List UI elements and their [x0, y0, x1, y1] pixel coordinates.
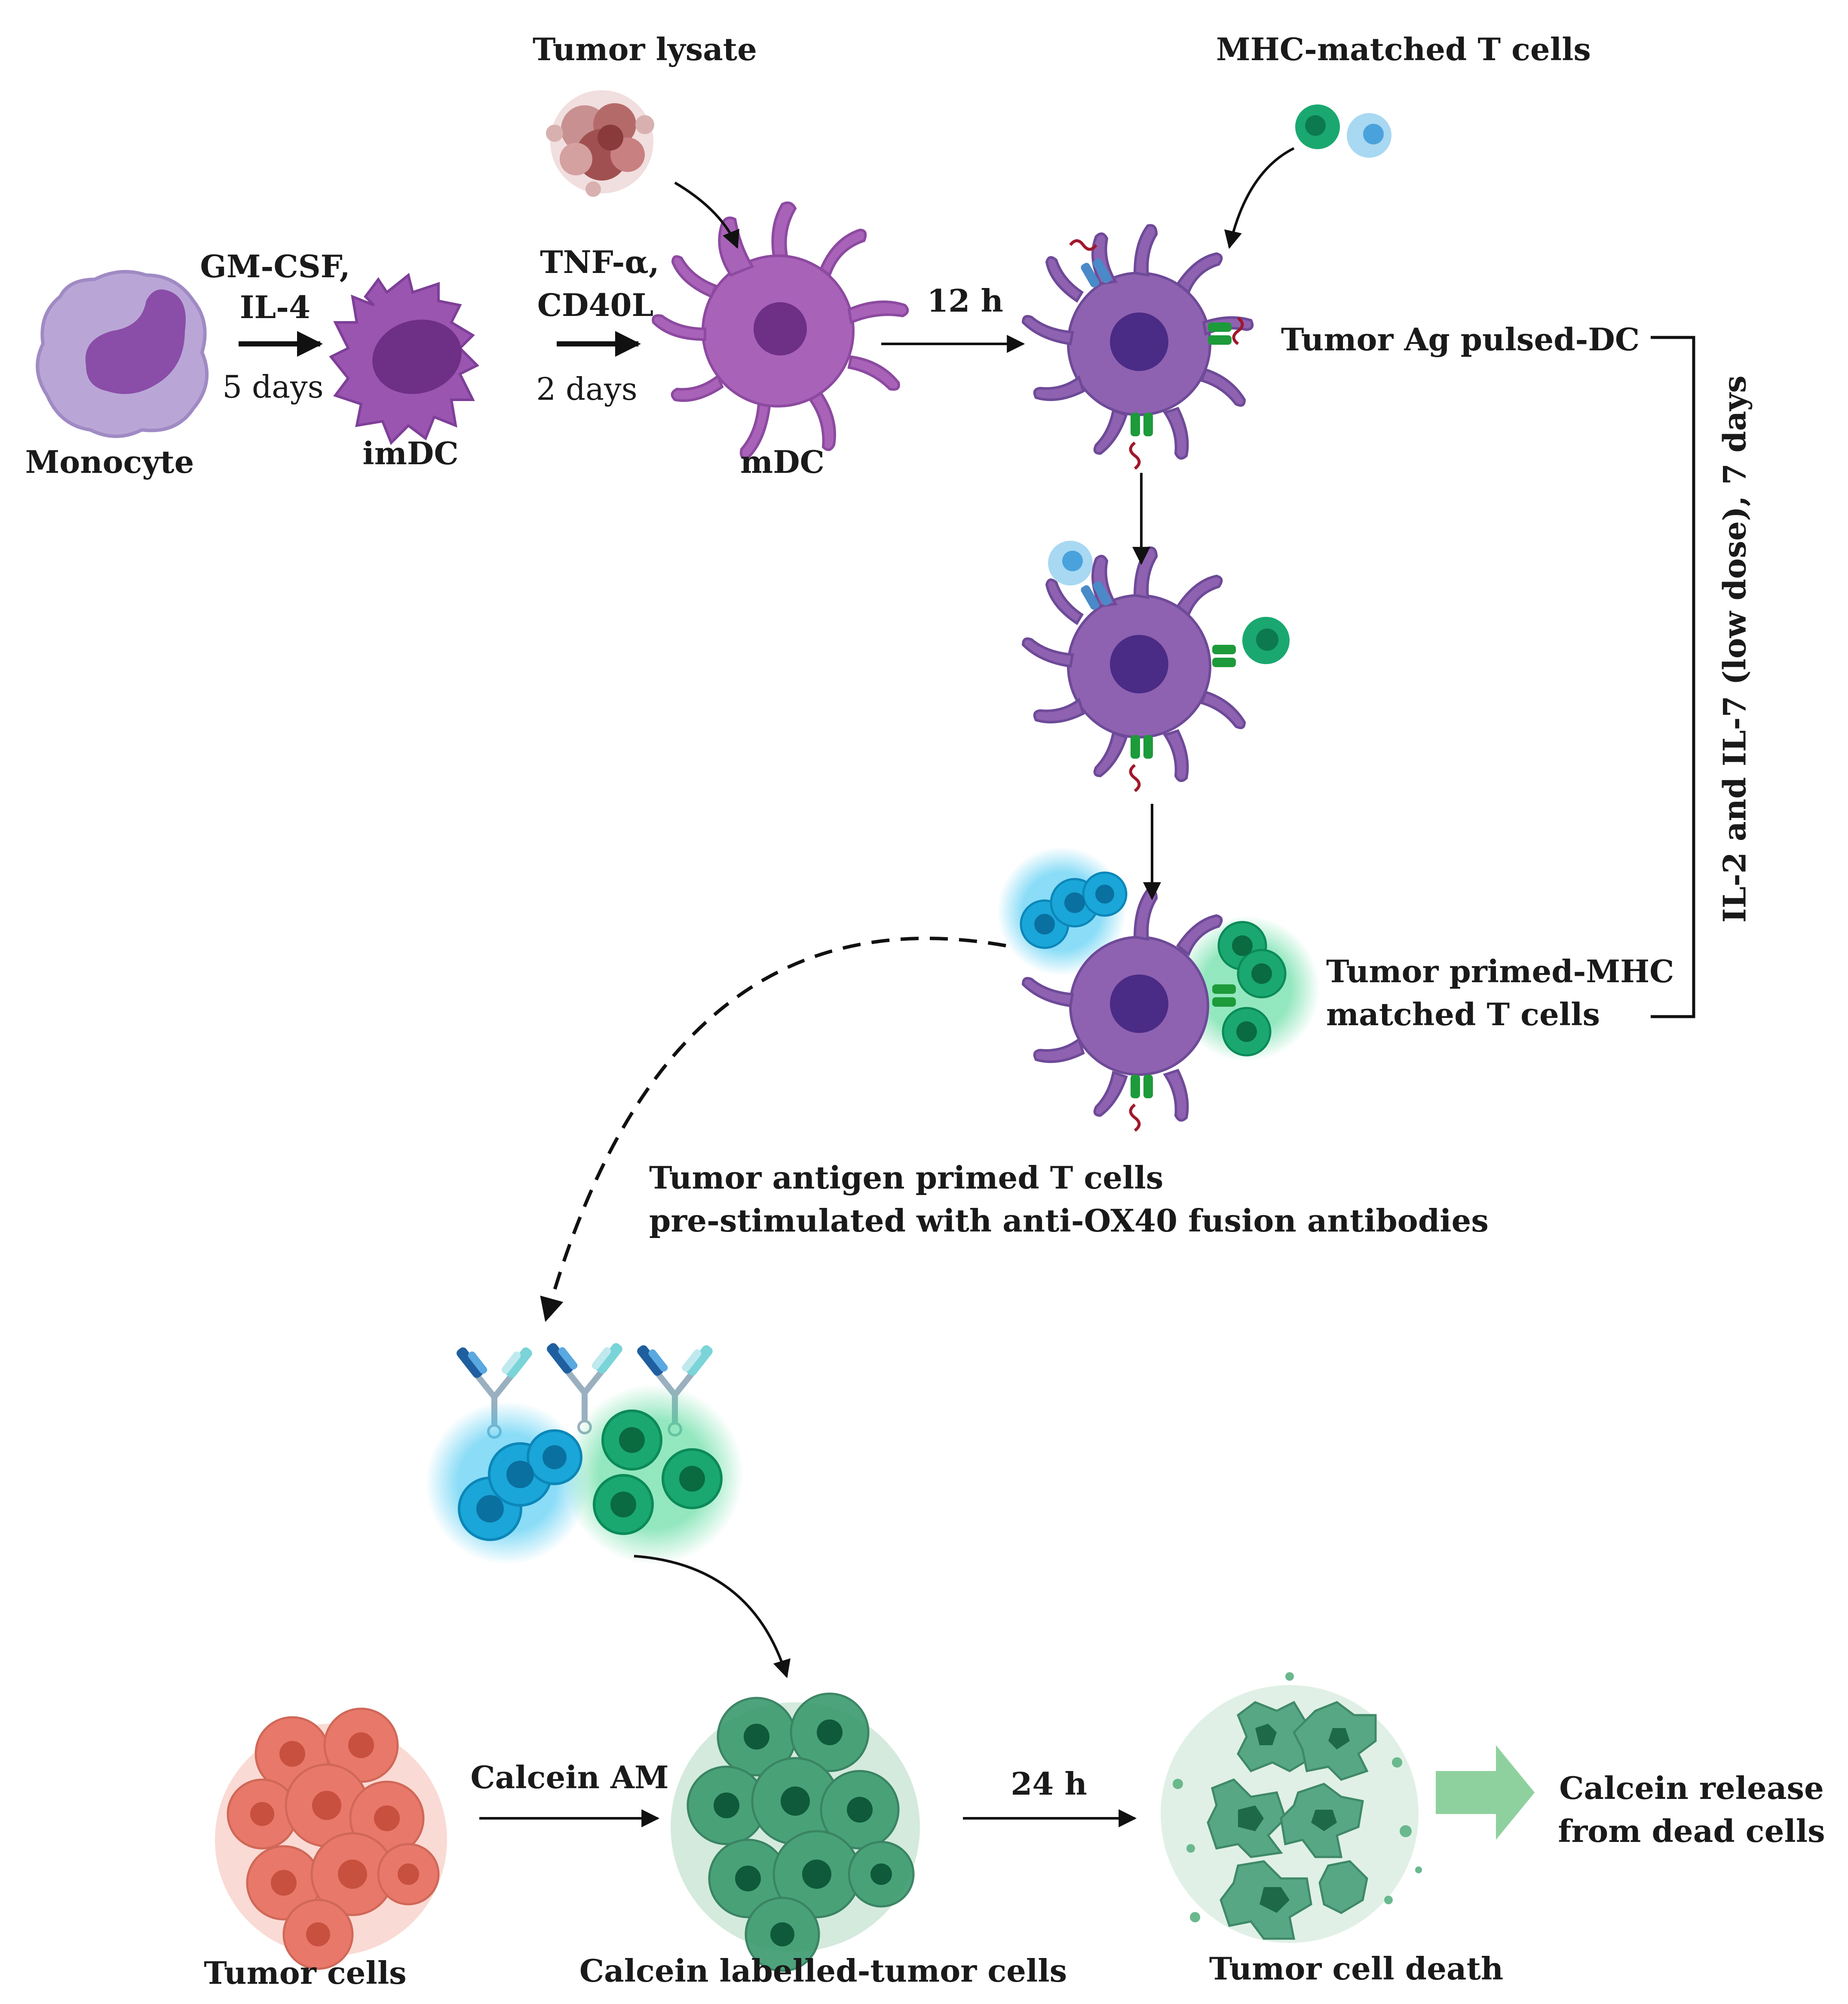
tumor-cells-icon: [215, 1707, 447, 1970]
calcein-am-label: Calcein AM: [470, 1759, 669, 1796]
monocyte-label: Monocyte: [25, 444, 194, 480]
calcein-labelled-tumor-icon: [671, 1692, 920, 1972]
release-arrow-icon: [1436, 1745, 1535, 1840]
mhc-matched-t-cells-label: MHC-matched T cells: [1216, 31, 1591, 67]
tumor-primed-label-line2: matched T cells: [1326, 996, 1600, 1033]
step2-cytokines-line1: TNF-α,: [540, 244, 659, 280]
calcein-labelled-label: Calcein labelled-tumor cells: [579, 1952, 1067, 1989]
monocyte-icon: [36, 270, 209, 438]
duration-24h-label: 24 h: [1011, 1765, 1087, 1802]
imdc-icon: [329, 273, 480, 445]
primed-dc-t-cell-icon: [997, 847, 1320, 1132]
tumor-lysate-icon: [546, 90, 654, 197]
tumor-cells-label: Tumor cells: [204, 1955, 407, 1991]
step2-duration: 2 days: [536, 371, 637, 407]
imdc-label: imDC: [362, 435, 459, 472]
step1-duration: 5 days: [222, 369, 324, 405]
primed-description-line2: pre-stimulated with anti-OX40 fusion ant…: [649, 1202, 1489, 1239]
calcein-release-line1: Calcein release: [1559, 1770, 1824, 1806]
mdc-label: mDC: [740, 444, 824, 480]
primed-description-line1: Tumor antigen primed T cells: [649, 1159, 1164, 1196]
bracket-label: IL-2 and IL-7 (low dose), 7 days: [1716, 375, 1753, 923]
dc-t-cell-contact-icon: [1021, 541, 1290, 792]
step2-cytokines-line2: CD40L: [537, 287, 654, 323]
tumor-cell-death-label: Tumor cell death: [1209, 1950, 1504, 1987]
tumor-lysate-label: Tumor lysate: [533, 31, 757, 67]
t-cells-icon: [1295, 104, 1391, 158]
dead-tumor-icon: [1161, 1672, 1422, 1943]
mdc-icon: [652, 201, 909, 460]
tumor-primed-label-line1: Tumor primed-MHC: [1326, 953, 1674, 990]
step1-cytokines-line2: IL-4: [239, 289, 311, 325]
pulsed-dc-icon: [1021, 224, 1254, 470]
tumor-ag-pulsed-dc-label: Tumor Ag pulsed-DC: [1281, 321, 1640, 358]
step3-duration: 12 h: [927, 282, 1003, 319]
primed-t-cell-cluster-icon: [426, 1384, 744, 1565]
calcein-release-line2: from dead cells: [1558, 1813, 1825, 1849]
step1-cytokines-line1: GM-CSF,: [200, 248, 350, 285]
flow-arrows: [239, 147, 1695, 1827]
